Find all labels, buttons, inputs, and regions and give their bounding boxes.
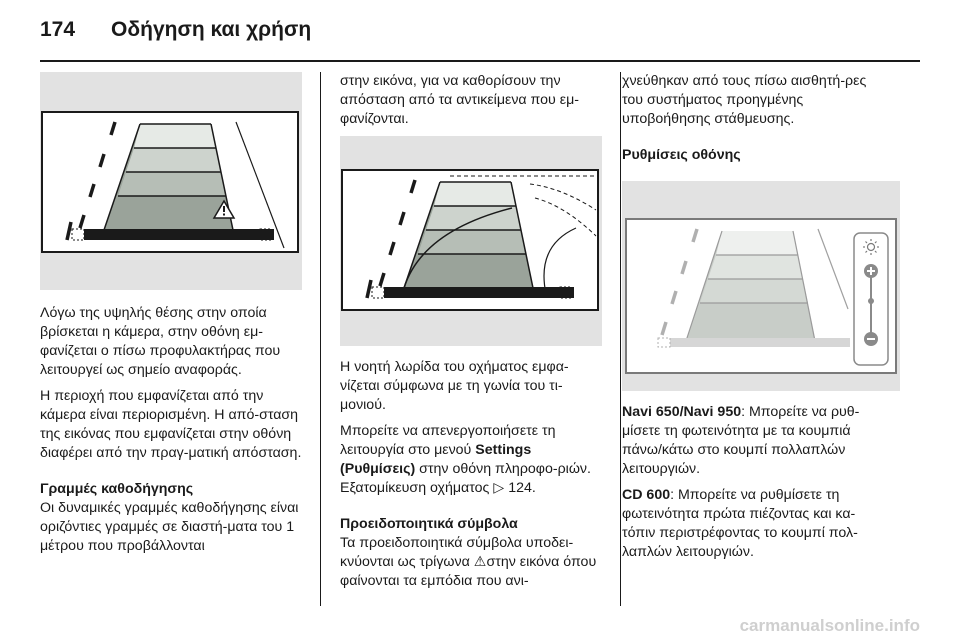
paragraph-navi-brightness: Navi 650/Navi 950: Μπορείτε να ρυθ-μίσετ… [622,404,860,477]
header-rule [40,60,920,62]
column-3: χνεύθηκαν από τους πίσω αισθητή-ρες του … [622,72,900,569]
watermark: carmanualsonline.info [739,616,920,635]
page-header: 174 Οδήγηση και χρήση [40,18,311,42]
column-2: στην εικόνα, για να καθορίσουν την απόστ… [340,72,602,598]
paragraph-warning-symbols: Τα προειδοποιητικά σύμβολα υποδει-κνύοντ… [340,535,597,589]
figure-steering-lane [340,136,602,346]
column-1: Λόγω της υψηλής θέσης στην οποία βρίσκετ… [40,72,302,563]
page-number: 174 [40,18,76,41]
steering-lane-illustration [340,136,602,346]
paragraph-rear-sensors: χνεύθηκαν από τους πίσω αισθητή-ρες του … [622,73,867,127]
warning-triangle-icon [212,199,236,219]
paragraph-virtual-lane: Η νοητή λωρίδα του οχήματος εμφα-νίζεται… [340,359,569,413]
heading-warning-symbols: Προειδοποιητικά σύμβολα [340,516,518,532]
page-title: Οδήγηση και χρήση [111,18,312,41]
brightness-screen-illustration [622,181,900,391]
plus-icon [864,264,878,278]
camera-view-illustration [40,72,302,290]
paragraph-disable-function: Μπορείτε να απενεργοποιήσετε τη λειτουργ… [340,423,591,496]
column-separator [320,72,321,606]
navi-model-label: Navi 650/Navi 950 [622,404,742,420]
warning-triangle-icon: ⚠ [473,554,487,570]
brightness-sun-icon [863,239,879,255]
slider-knob [868,298,874,304]
settings-menu-label: Settings (Ρυθμίσεις) [340,442,532,477]
paragraph-bumper-reference: Λόγω της υψηλής θέσης στην οποία βρίσκετ… [40,305,281,378]
page-reference-arrow-icon: ▷ [493,480,505,496]
paragraph-distance: στην εικόνα, για να καθορίσουν την απόστ… [340,73,579,127]
page-reference: 124 [508,480,532,496]
minus-icon [864,332,878,346]
column-separator [620,72,621,606]
figure-brightness [622,181,900,391]
paragraph-cd600-brightness: CD 600: Μπορείτε να ρυθμίσετε τη φωτεινό… [622,487,858,560]
cd600-model-label: CD 600 [622,487,671,503]
heading-guidelines: Γραμμές καθοδήγησης [40,481,194,497]
heading-display-settings: Ρυθμίσεις οθόνης [622,147,741,163]
figure-camera-guidelines [40,72,302,290]
paragraph-guidelines: Οι δυναμικές γραμμές καθοδήγησης είναι ο… [40,500,299,554]
paragraph-camera-area: Η περιοχή που εμφανίζεται από την κάμερα… [40,388,302,461]
